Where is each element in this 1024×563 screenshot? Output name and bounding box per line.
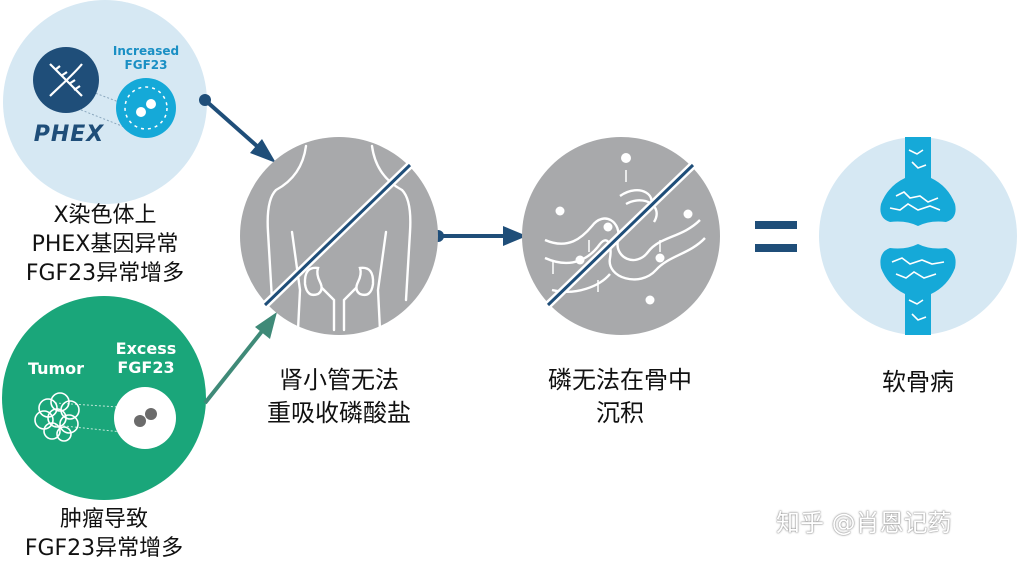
excess-text: Excess	[115, 339, 177, 358]
tumor-caption: 肿瘤导致 FGF23异常增多	[0, 505, 208, 563]
arrow-tumor-to-kidney	[203, 312, 277, 405]
tumor-cells-icon	[34, 392, 80, 442]
increased-fgf23-label: Increased FGF23	[110, 44, 182, 72]
watermark: 知乎 @肖恩记药	[776, 509, 952, 537]
phosphate-dots	[555, 153, 693, 305]
phex-caption: X染色体上 PHEX基因异常 FGF23异常增多	[0, 201, 210, 288]
caption-line: 重吸收磷酸盐	[267, 399, 411, 427]
increased-text: Increased	[112, 44, 180, 58]
small-arrows-icon	[552, 170, 661, 292]
fgf23-text: FGF23	[117, 358, 175, 377]
caption-line: 沉积	[596, 399, 644, 427]
excess-fgf23-label: Excess FGF23	[104, 339, 188, 377]
caption-line: 肾小管无法	[279, 366, 399, 394]
bone-circle	[819, 137, 1017, 335]
kidney-caption: 肾小管无法 重吸收磷酸盐	[244, 364, 434, 430]
arrow-kidney-to-bone-deposit	[432, 226, 527, 246]
result-caption: 软骨病	[882, 368, 954, 396]
caption-line: 肿瘤导致	[59, 507, 148, 532]
tumor-badge	[2, 296, 206, 500]
caption-line: PHEX基因异常	[31, 232, 179, 257]
phex-badge	[3, 0, 207, 204]
fgf23-text: FGF23	[124, 58, 168, 72]
bone-deposit-caption: 磷无法在骨中 沉积	[520, 364, 720, 430]
bone-deposit-circle	[522, 137, 720, 335]
kidney-circle	[240, 137, 438, 335]
arrow-phex-to-kidney	[199, 94, 276, 163]
bone-icon	[880, 137, 956, 335]
caption-line: FGF23异常增多	[25, 261, 185, 286]
dna-icon	[49, 63, 83, 97]
torso-kidney-icon	[266, 144, 412, 332]
tumor-label: Tumor	[27, 359, 85, 378]
caption-line: 磷无法在骨中	[548, 366, 692, 394]
caption-line: FGF23异常增多	[24, 536, 184, 561]
phex-gene-label: PHEX	[33, 122, 105, 147]
equals-sign	[755, 221, 797, 252]
caption-line: X染色体上	[53, 203, 157, 228]
